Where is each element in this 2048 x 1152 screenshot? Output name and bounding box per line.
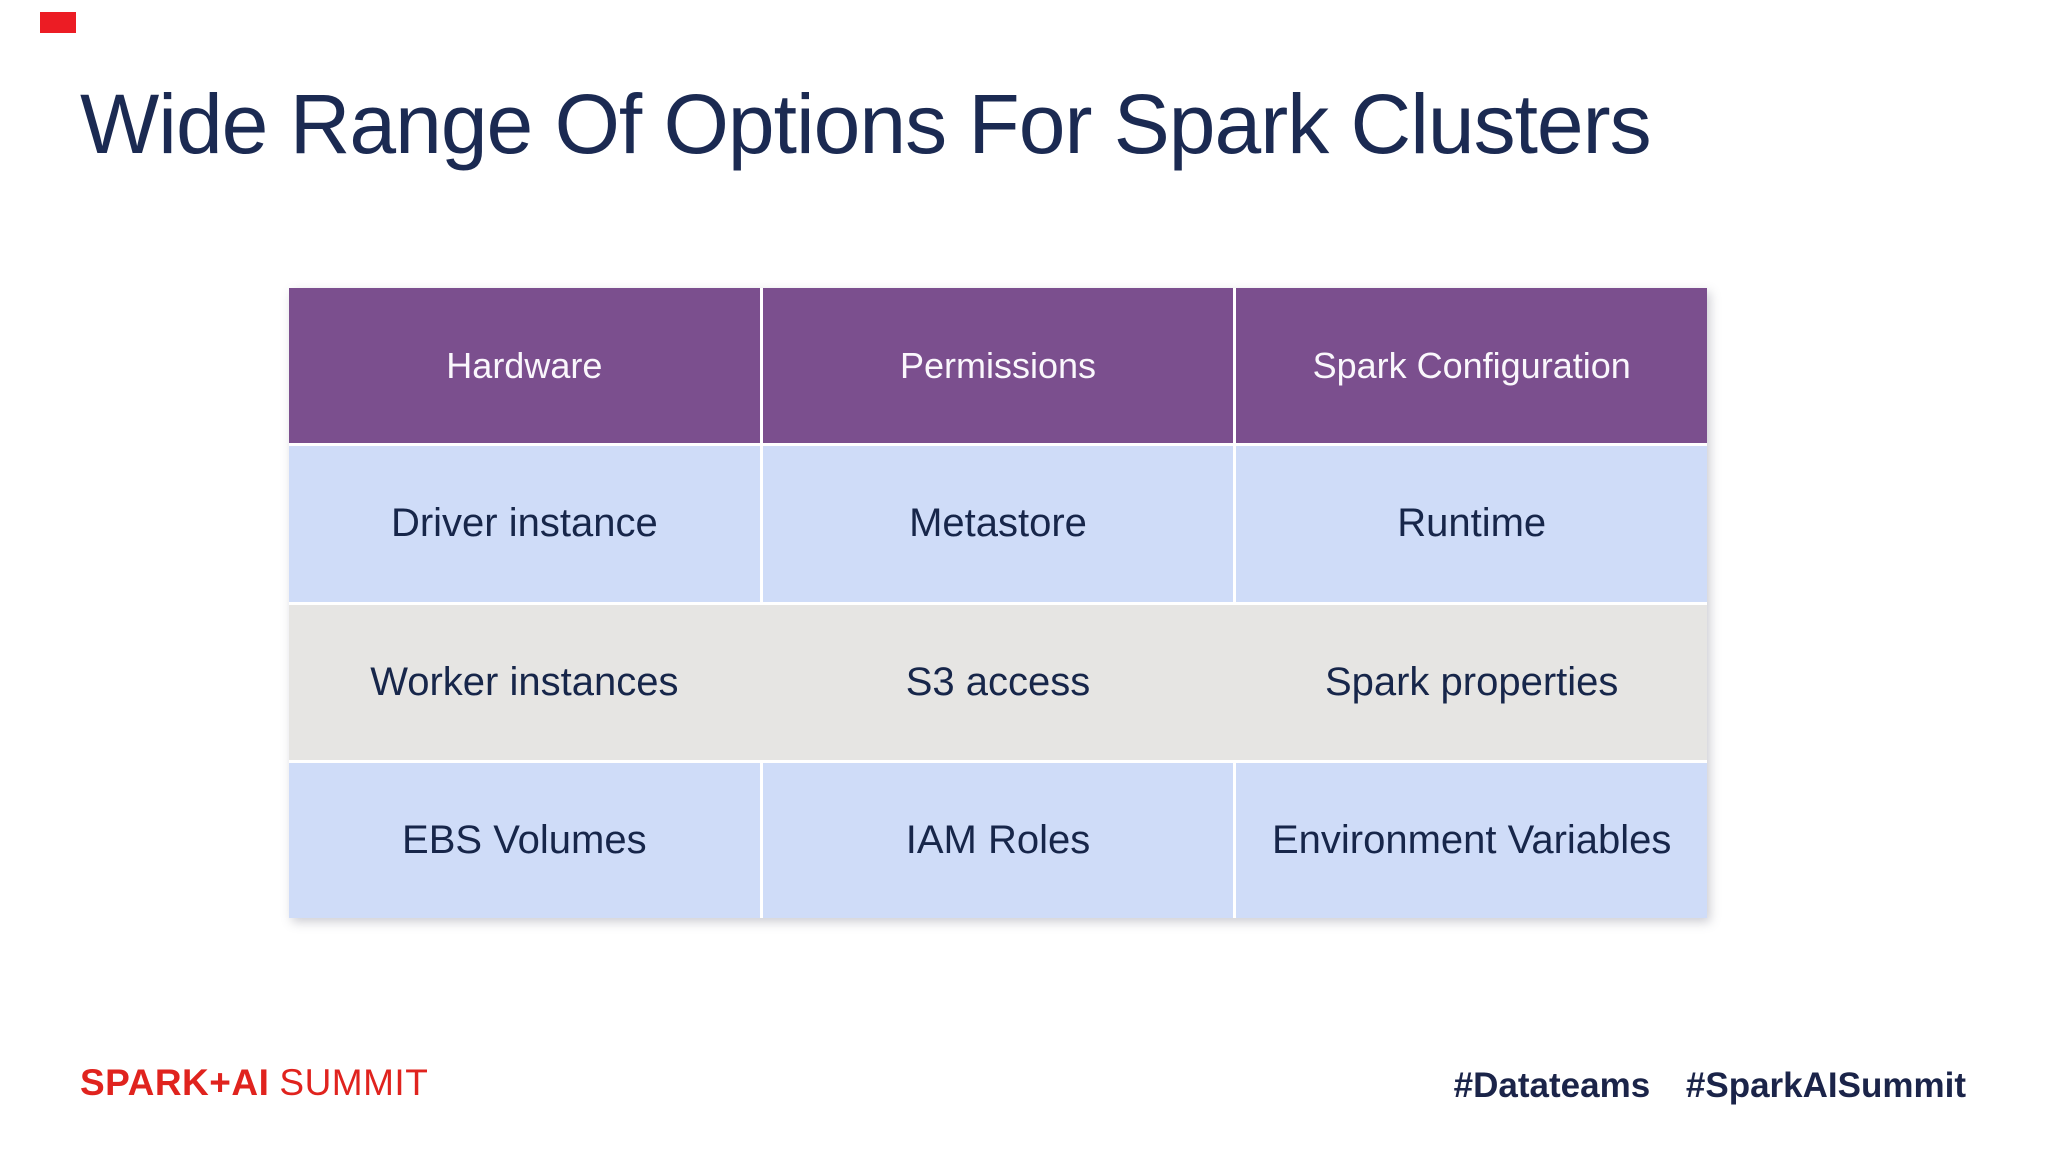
header-cell-permissions: Permissions — [762, 288, 1234, 444]
table-header-row: Hardware Permissions Spark Configuration — [289, 288, 1708, 444]
cell-ebs-volumes: EBS Volumes — [289, 762, 760, 918]
options-table: Hardware Permissions Spark Configuration… — [289, 288, 1708, 918]
table-row: Worker instances S3 access Spark propert… — [289, 604, 1708, 760]
cell-worker-instances: Worker instances — [289, 604, 760, 760]
footer-hashtags: #Datateams #SparkAISummit — [1454, 1066, 1966, 1106]
table-row: EBS Volumes IAM Roles Environment Variab… — [289, 762, 1708, 918]
cell-spark-properties: Spark properties — [1236, 604, 1708, 760]
header-cell-hardware: Hardware — [289, 288, 760, 444]
cell-runtime: Runtime — [1236, 446, 1708, 602]
hashtag-sparkaisummit: #SparkAISummit — [1685, 1066, 1966, 1105]
page-title: Wide Range Of Options For Spark Clusters — [80, 77, 1652, 171]
cell-environment-variables: Environment Variables — [1236, 762, 1708, 918]
logo-summit: SUMMIT — [279, 1062, 429, 1103]
cell-driver-instance: Driver instance — [289, 446, 760, 602]
cell-metastore: Metastore — [762, 446, 1234, 602]
header-cell-spark-configuration: Spark Configuration — [1236, 288, 1708, 444]
cell-iam-roles: IAM Roles — [762, 762, 1234, 918]
hashtag-datateams: #Datateams — [1453, 1066, 1651, 1105]
logo-spark-ai: SPARK+AI — [80, 1062, 270, 1103]
cell-s3-access: S3 access — [762, 604, 1234, 760]
table-row: Driver instance Metastore Runtime — [289, 446, 1708, 602]
red-indicator-bar — [40, 12, 76, 33]
